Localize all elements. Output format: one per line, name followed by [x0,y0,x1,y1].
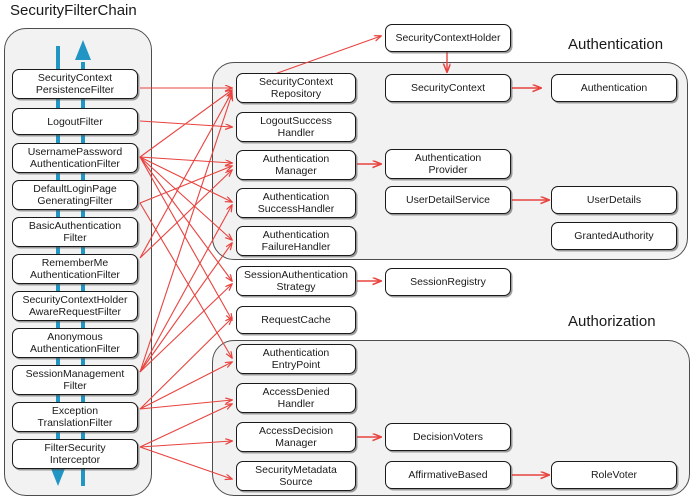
node-authenticationfailurehandler[interactable]: Authentication FailureHandler [236,226,356,256]
filter-node-anonymousauthenticationfilter[interactable]: Anonymous AuthenticationFilter [12,328,138,358]
filter-node-securitycontextholderawarerequestfilter[interactable]: SecurityContextHolder AwareRequestFilter [12,291,138,321]
node-requestcache[interactable]: RequestCache [236,306,356,334]
authorization-title: Authorization [568,313,656,330]
filter-node-logoutfilter[interactable]: LogoutFilter [12,108,138,135]
page-title: SecurityFilterChain [10,2,137,19]
node-accessdeniedhandler[interactable]: AccessDenied Handler [236,383,356,413]
node-userdetails[interactable]: UserDetails [551,186,677,214]
node-authenticationsuccesshandler[interactable]: Authentication SuccessHandler [236,188,356,218]
filter-node-defaultloginpagegeneratingfilter[interactable]: DefaultLoginPage GeneratingFilter [12,180,138,210]
authentication-title: Authentication [568,36,664,53]
node-decisionvoters[interactable]: DecisionVoters [385,423,511,451]
node-sessionauthenticationstrategy[interactable]: SessionAuthentication Strategy [236,266,356,296]
filter-node-filtersecurityinterceptor[interactable]: FilterSecurity Interceptor [12,439,138,469]
node-authenticationentrypoint[interactable]: Authentication EntryPoint [236,344,356,374]
node-authenticationprovider[interactable]: Authentication Provider [385,149,511,179]
node-securitymetadatasource[interactable]: SecurityMetadata Source [236,461,356,491]
node-authentication[interactable]: Authentication [551,74,677,102]
node-grantedauthority[interactable]: GrantedAuthority [551,222,677,250]
node-userdetailservice[interactable]: UserDetailService [385,186,511,214]
filter-node-basicauthenticationfilter[interactable]: BasicAuthentication Filter [12,217,138,247]
node-rolevoter[interactable]: RoleVoter [551,461,677,489]
node-affirmativebased[interactable]: AffirmativeBased [385,461,511,489]
node-securitycontextholder[interactable]: SecurityContextHolder [385,24,511,52]
filter-node-exceptiontranslationfilter[interactable]: Exception TranslationFilter [12,402,138,432]
node-accessdecisionmanager[interactable]: AccessDecision Manager [236,422,356,452]
node-authenticationmanager[interactable]: Authentication Manager [236,150,356,180]
filter-node-sessionmanagementfilter[interactable]: SessionManagement Filter [12,365,138,395]
node-logoutsuccesshandler[interactable]: LogoutSuccess Handler [236,112,356,142]
node-securitycontext[interactable]: SecurityContext [385,74,511,102]
node-securitycontextrepository[interactable]: SecurityContext Repository [236,73,356,103]
filter-node-usernamepasswordauthenticationfilter[interactable]: UsernamePassword AuthenticationFilter [12,143,138,173]
filter-node-securitycontextpersistencefilter[interactable]: SecurityContext PersistenceFilter [12,69,138,99]
filter-node-remembermeauthenticationfilter[interactable]: RememberMe AuthenticationFilter [12,254,138,284]
node-sessionregistry[interactable]: SessionRegistry [385,268,511,296]
